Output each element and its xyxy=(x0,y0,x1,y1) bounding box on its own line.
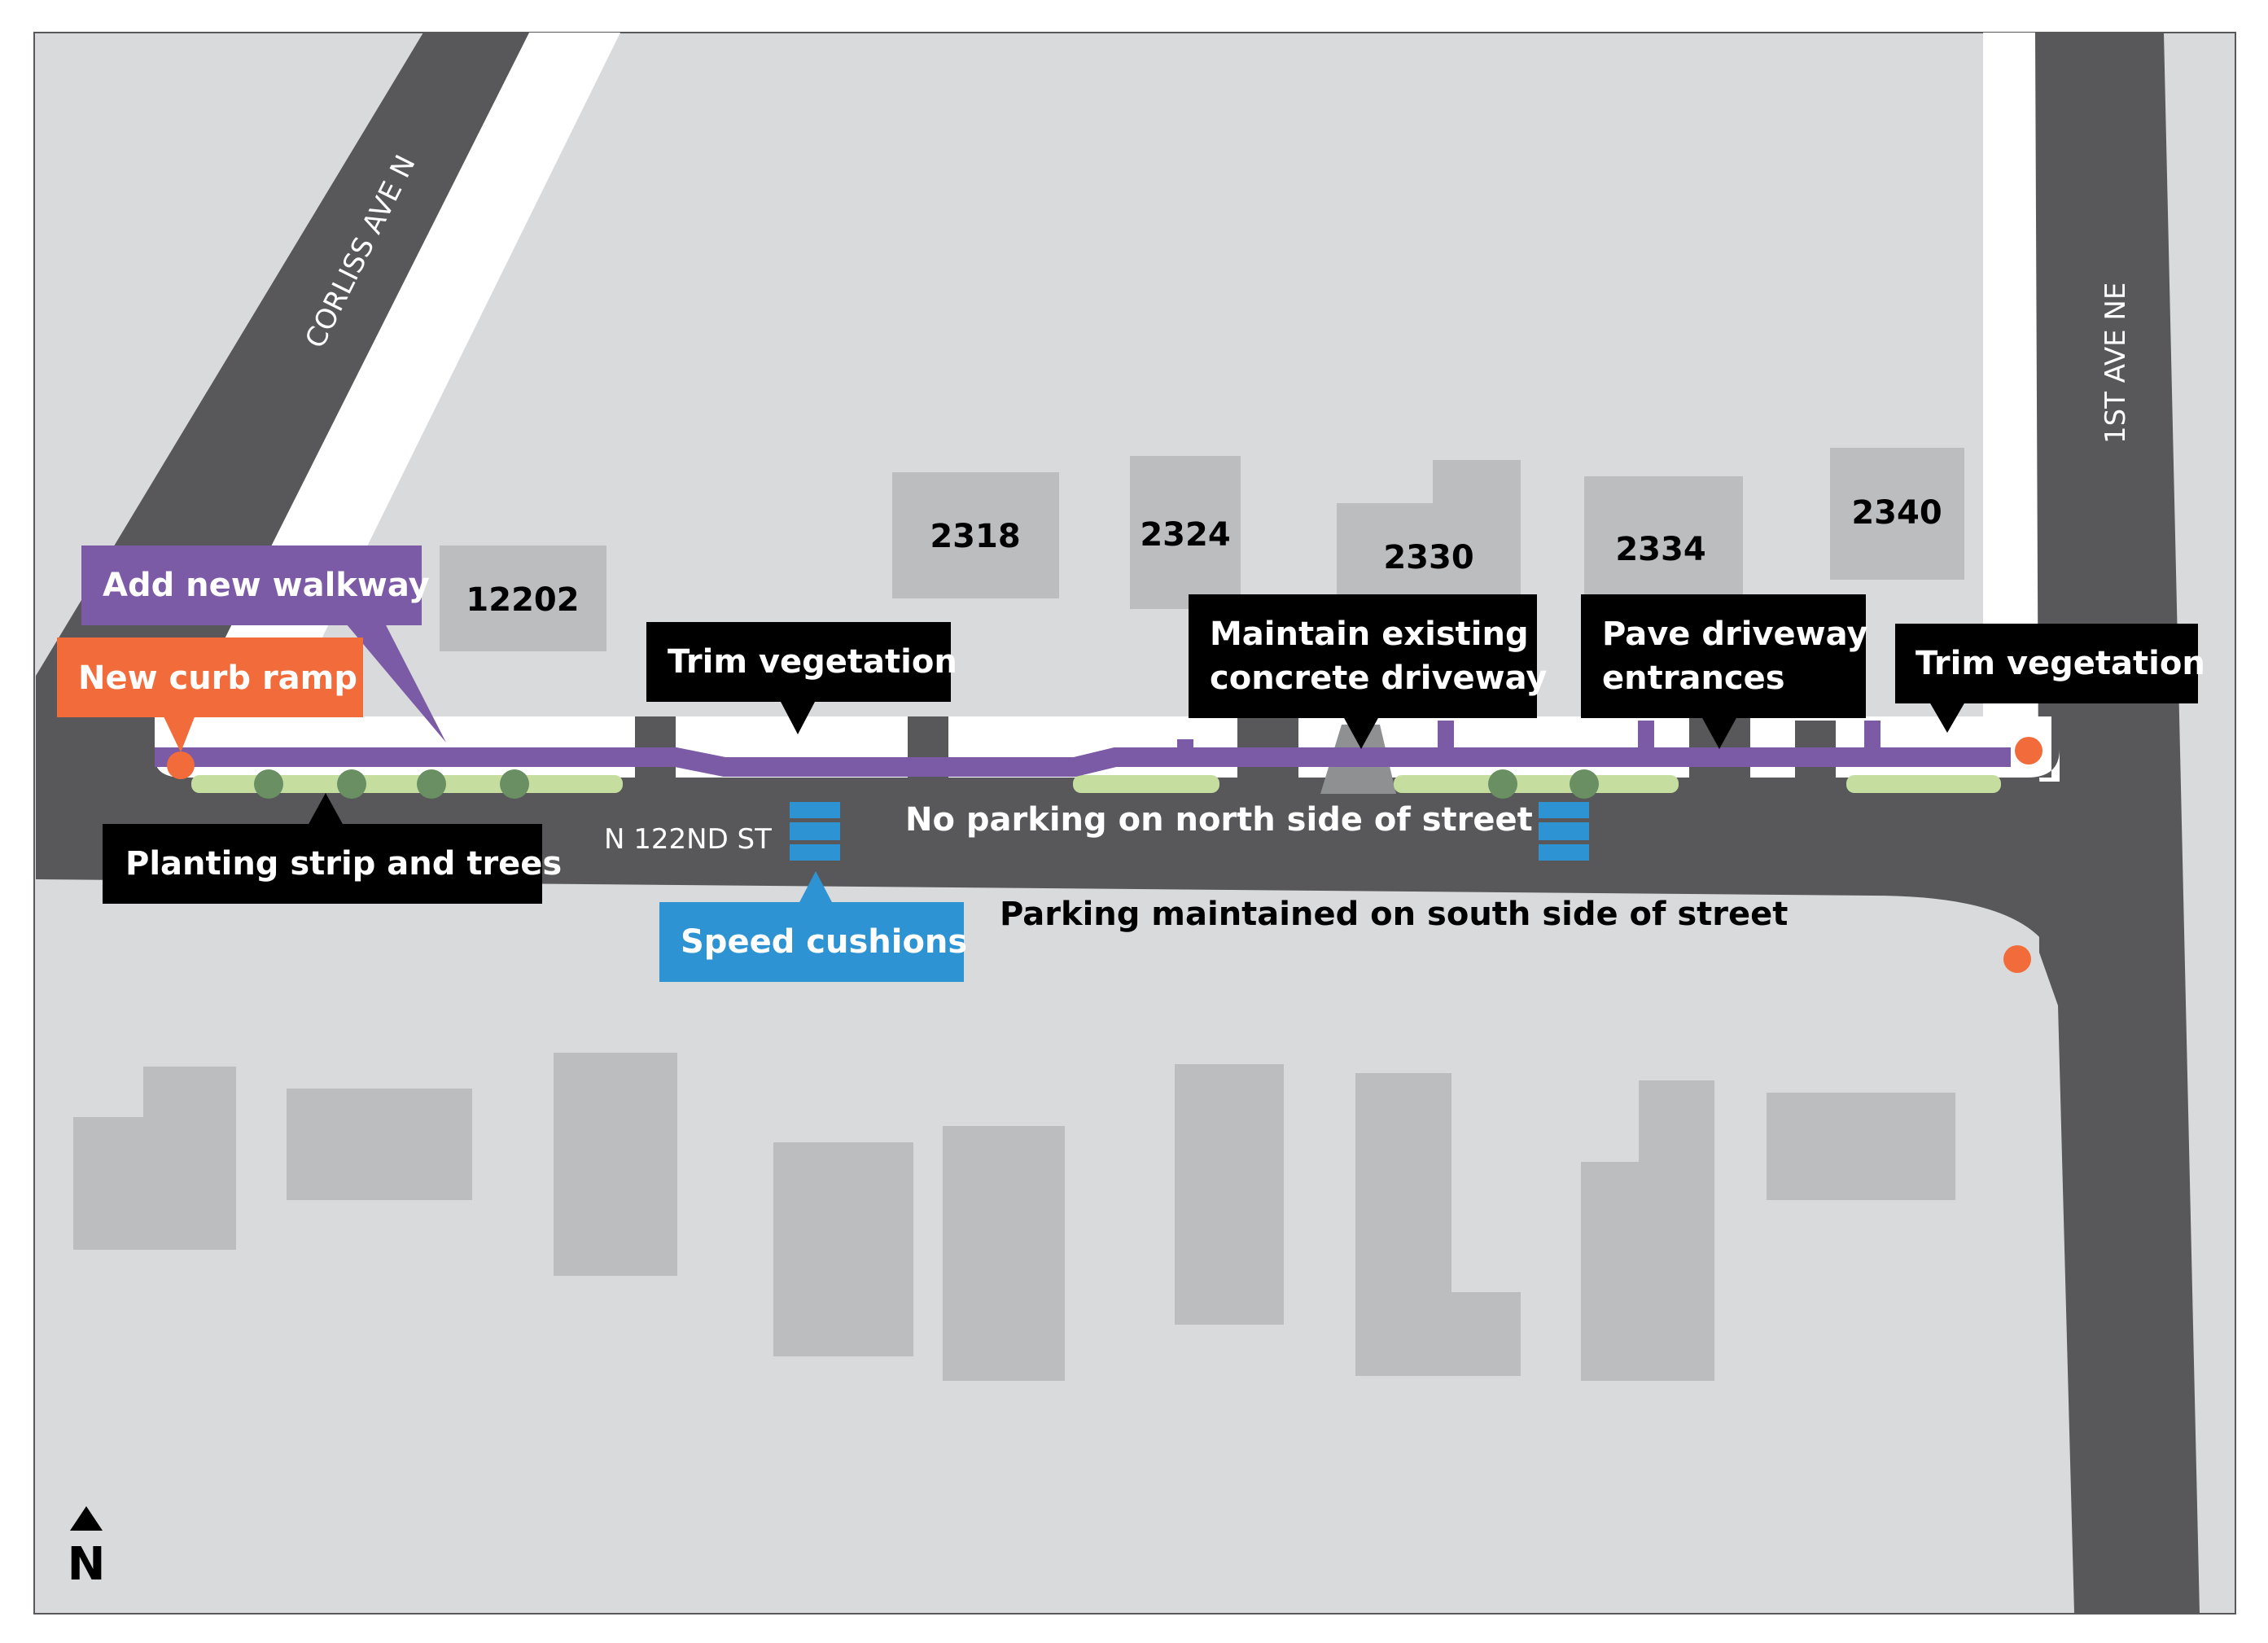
pave-driveway-callout xyxy=(1581,594,1866,718)
walkway-connector xyxy=(1638,721,1654,753)
speed-cushion-pointer xyxy=(798,871,834,905)
trim-vegetation-label: Trim vegetation xyxy=(1916,645,2205,682)
street-label-first-ave: 1ST AVE NE xyxy=(2099,283,2132,444)
north-arrow-icon xyxy=(70,1506,103,1531)
address-label: 2324 xyxy=(1140,516,1230,554)
north-arrow-label: N xyxy=(68,1538,106,1591)
first-ave-road xyxy=(2035,33,2200,1614)
tree xyxy=(417,769,446,799)
planting-strip-4 xyxy=(1846,775,2001,793)
street-label-n122: N 122ND ST xyxy=(604,823,772,856)
building-south xyxy=(1355,1073,1521,1376)
west-curb-corner xyxy=(36,716,183,778)
tree xyxy=(500,769,529,799)
speed-cushion-callout xyxy=(659,902,964,982)
speed-cushion xyxy=(1539,802,1589,861)
curb-ramp-pointer xyxy=(163,715,195,752)
pave-driveway-pointer xyxy=(1701,716,1737,749)
building-2324 xyxy=(1130,456,1241,609)
walkway-connector xyxy=(1177,739,1193,756)
planting-pointer xyxy=(308,793,344,826)
tree xyxy=(1488,769,1517,799)
parking-south-note: Parking maintained on south side of stre… xyxy=(1000,896,1788,933)
n122-road xyxy=(36,778,2051,953)
building-south xyxy=(287,1089,472,1200)
curb-ramp xyxy=(2015,737,2043,765)
building-south xyxy=(1175,1064,1284,1325)
pave-driveway-line2: entrances xyxy=(1602,659,1785,697)
walkway-connector xyxy=(1438,721,1454,753)
east-curb-corner xyxy=(2027,708,2060,778)
building-2340 xyxy=(1830,448,1964,580)
speed-cushion-label: Speed cushions xyxy=(681,923,967,961)
address-label: 2334 xyxy=(1615,531,1705,568)
no-parking-note: No parking on north side of street xyxy=(905,801,1533,839)
address-label: 12202 xyxy=(466,581,579,619)
walkway-connector xyxy=(1864,721,1881,753)
building-2330 xyxy=(1337,460,1521,602)
tree xyxy=(337,769,366,799)
curb-ramp xyxy=(167,751,195,779)
speed-cushion xyxy=(790,802,840,861)
trim-vegetation-pointer xyxy=(780,700,816,734)
add-walkway-label: Add new walkway xyxy=(103,567,430,604)
maintain-driveway-line2: concrete driveway xyxy=(1210,659,1547,697)
trim-vegetation-label: Trim vegetation xyxy=(668,643,957,681)
curb-ramp-label: New curb ramp xyxy=(78,659,357,697)
trim-vegetation-pointer xyxy=(1929,702,1965,733)
maintain-driveway-line1: Maintain existing xyxy=(1210,616,1529,653)
planting-label: Planting strip and trees xyxy=(125,845,562,883)
building-south xyxy=(1767,1093,1955,1200)
planting-callout xyxy=(103,824,542,904)
building-south xyxy=(73,1067,236,1250)
maintain-driveway-pointer xyxy=(1343,716,1379,749)
pave-driveway-line1: Pave driveway xyxy=(1602,616,1867,653)
building-12202 xyxy=(440,545,606,651)
curb-ramp-callout xyxy=(57,637,363,717)
address-label: 2340 xyxy=(1851,494,1942,532)
new-walkway xyxy=(155,747,2011,777)
trim-vegetation-callout xyxy=(1895,624,2198,703)
trim-vegetation-callout xyxy=(646,622,951,702)
address-label: 2318 xyxy=(930,518,1020,555)
maintain-driveway-callout xyxy=(1189,594,1537,718)
add-walkway-pointer xyxy=(342,619,446,743)
tree xyxy=(1570,769,1599,799)
building-south xyxy=(943,1126,1065,1381)
driveway-2 xyxy=(883,716,973,794)
building-south xyxy=(1581,1080,1714,1381)
building-south xyxy=(554,1053,677,1276)
planting-strip-2 xyxy=(1073,775,1219,793)
curb-ramp xyxy=(2003,945,2031,973)
planting-strip-3 xyxy=(1394,775,1679,793)
address-label: 2330 xyxy=(1383,539,1473,576)
building-2318 xyxy=(892,472,1059,598)
add-walkway-callout xyxy=(81,545,422,625)
tree xyxy=(254,769,283,799)
building-2334 xyxy=(1584,476,1743,602)
building-south xyxy=(773,1142,913,1356)
